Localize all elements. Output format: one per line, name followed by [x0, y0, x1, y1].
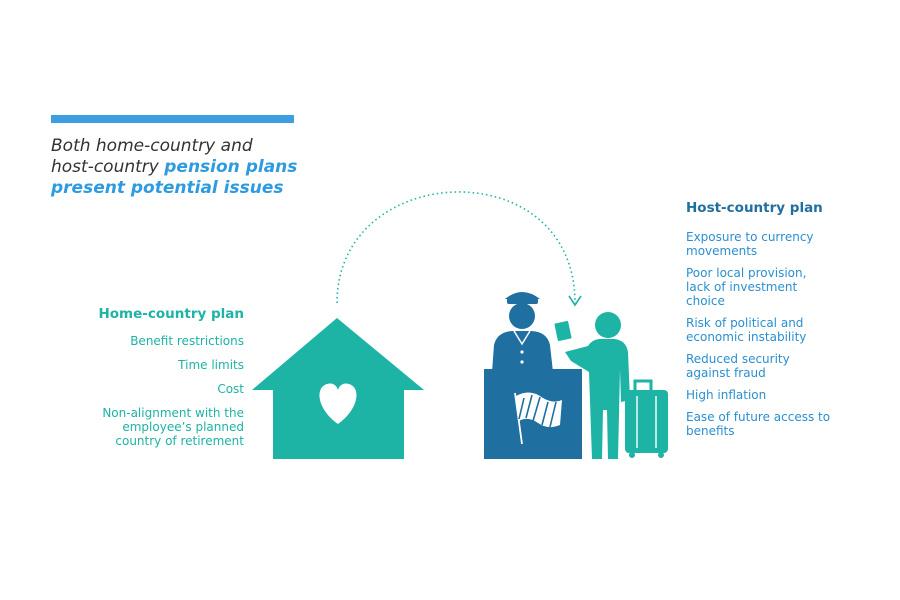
host-issue: Exposure to currency movements [686, 230, 814, 258]
suitcase-icon [625, 379, 668, 458]
home-country-title: Home-country plan [98, 306, 244, 322]
headline-line-2: host-country pension plans [51, 157, 351, 178]
headline-line-2-strong: pension plans [164, 157, 298, 177]
home-issue: Cost [217, 382, 244, 396]
headline: Both home-country and host-country pensi… [51, 136, 351, 199]
host-country-plan: Host-country plan Exposure to currency m… [686, 200, 891, 446]
home-issue: Non-alignment with the employee’s planne… [102, 406, 244, 448]
host-issue: Reduced security against fraud [686, 352, 790, 380]
traveler-icon [554, 312, 630, 459]
headline-line-2-plain: host-country [51, 157, 165, 177]
accent-bar [51, 115, 294, 123]
home-issue: Benefit restrictions [130, 334, 244, 348]
headline-line-3: present potential issues [51, 178, 284, 198]
host-issue: Ease of future access to benefits [686, 410, 831, 438]
host-country-title: Host-country plan [686, 200, 823, 216]
headline-line-1: Both home-country and [51, 136, 253, 156]
arrow-head [568, 295, 582, 307]
border-officer-icon [484, 292, 582, 459]
flag-icon [514, 392, 562, 445]
dotted-arc-arrow-icon [336, 191, 576, 304]
home-country-plan: Home-country plan Benefit restrictions T… [94, 306, 244, 458]
host-issue: High inflation [686, 388, 767, 402]
host-issue: Poor local provision, lack of investment… [686, 266, 807, 308]
home-issue: Time limits [178, 358, 244, 372]
house-heart-icon [252, 318, 424, 459]
host-issue: Risk of political and economic instabili… [686, 316, 807, 344]
